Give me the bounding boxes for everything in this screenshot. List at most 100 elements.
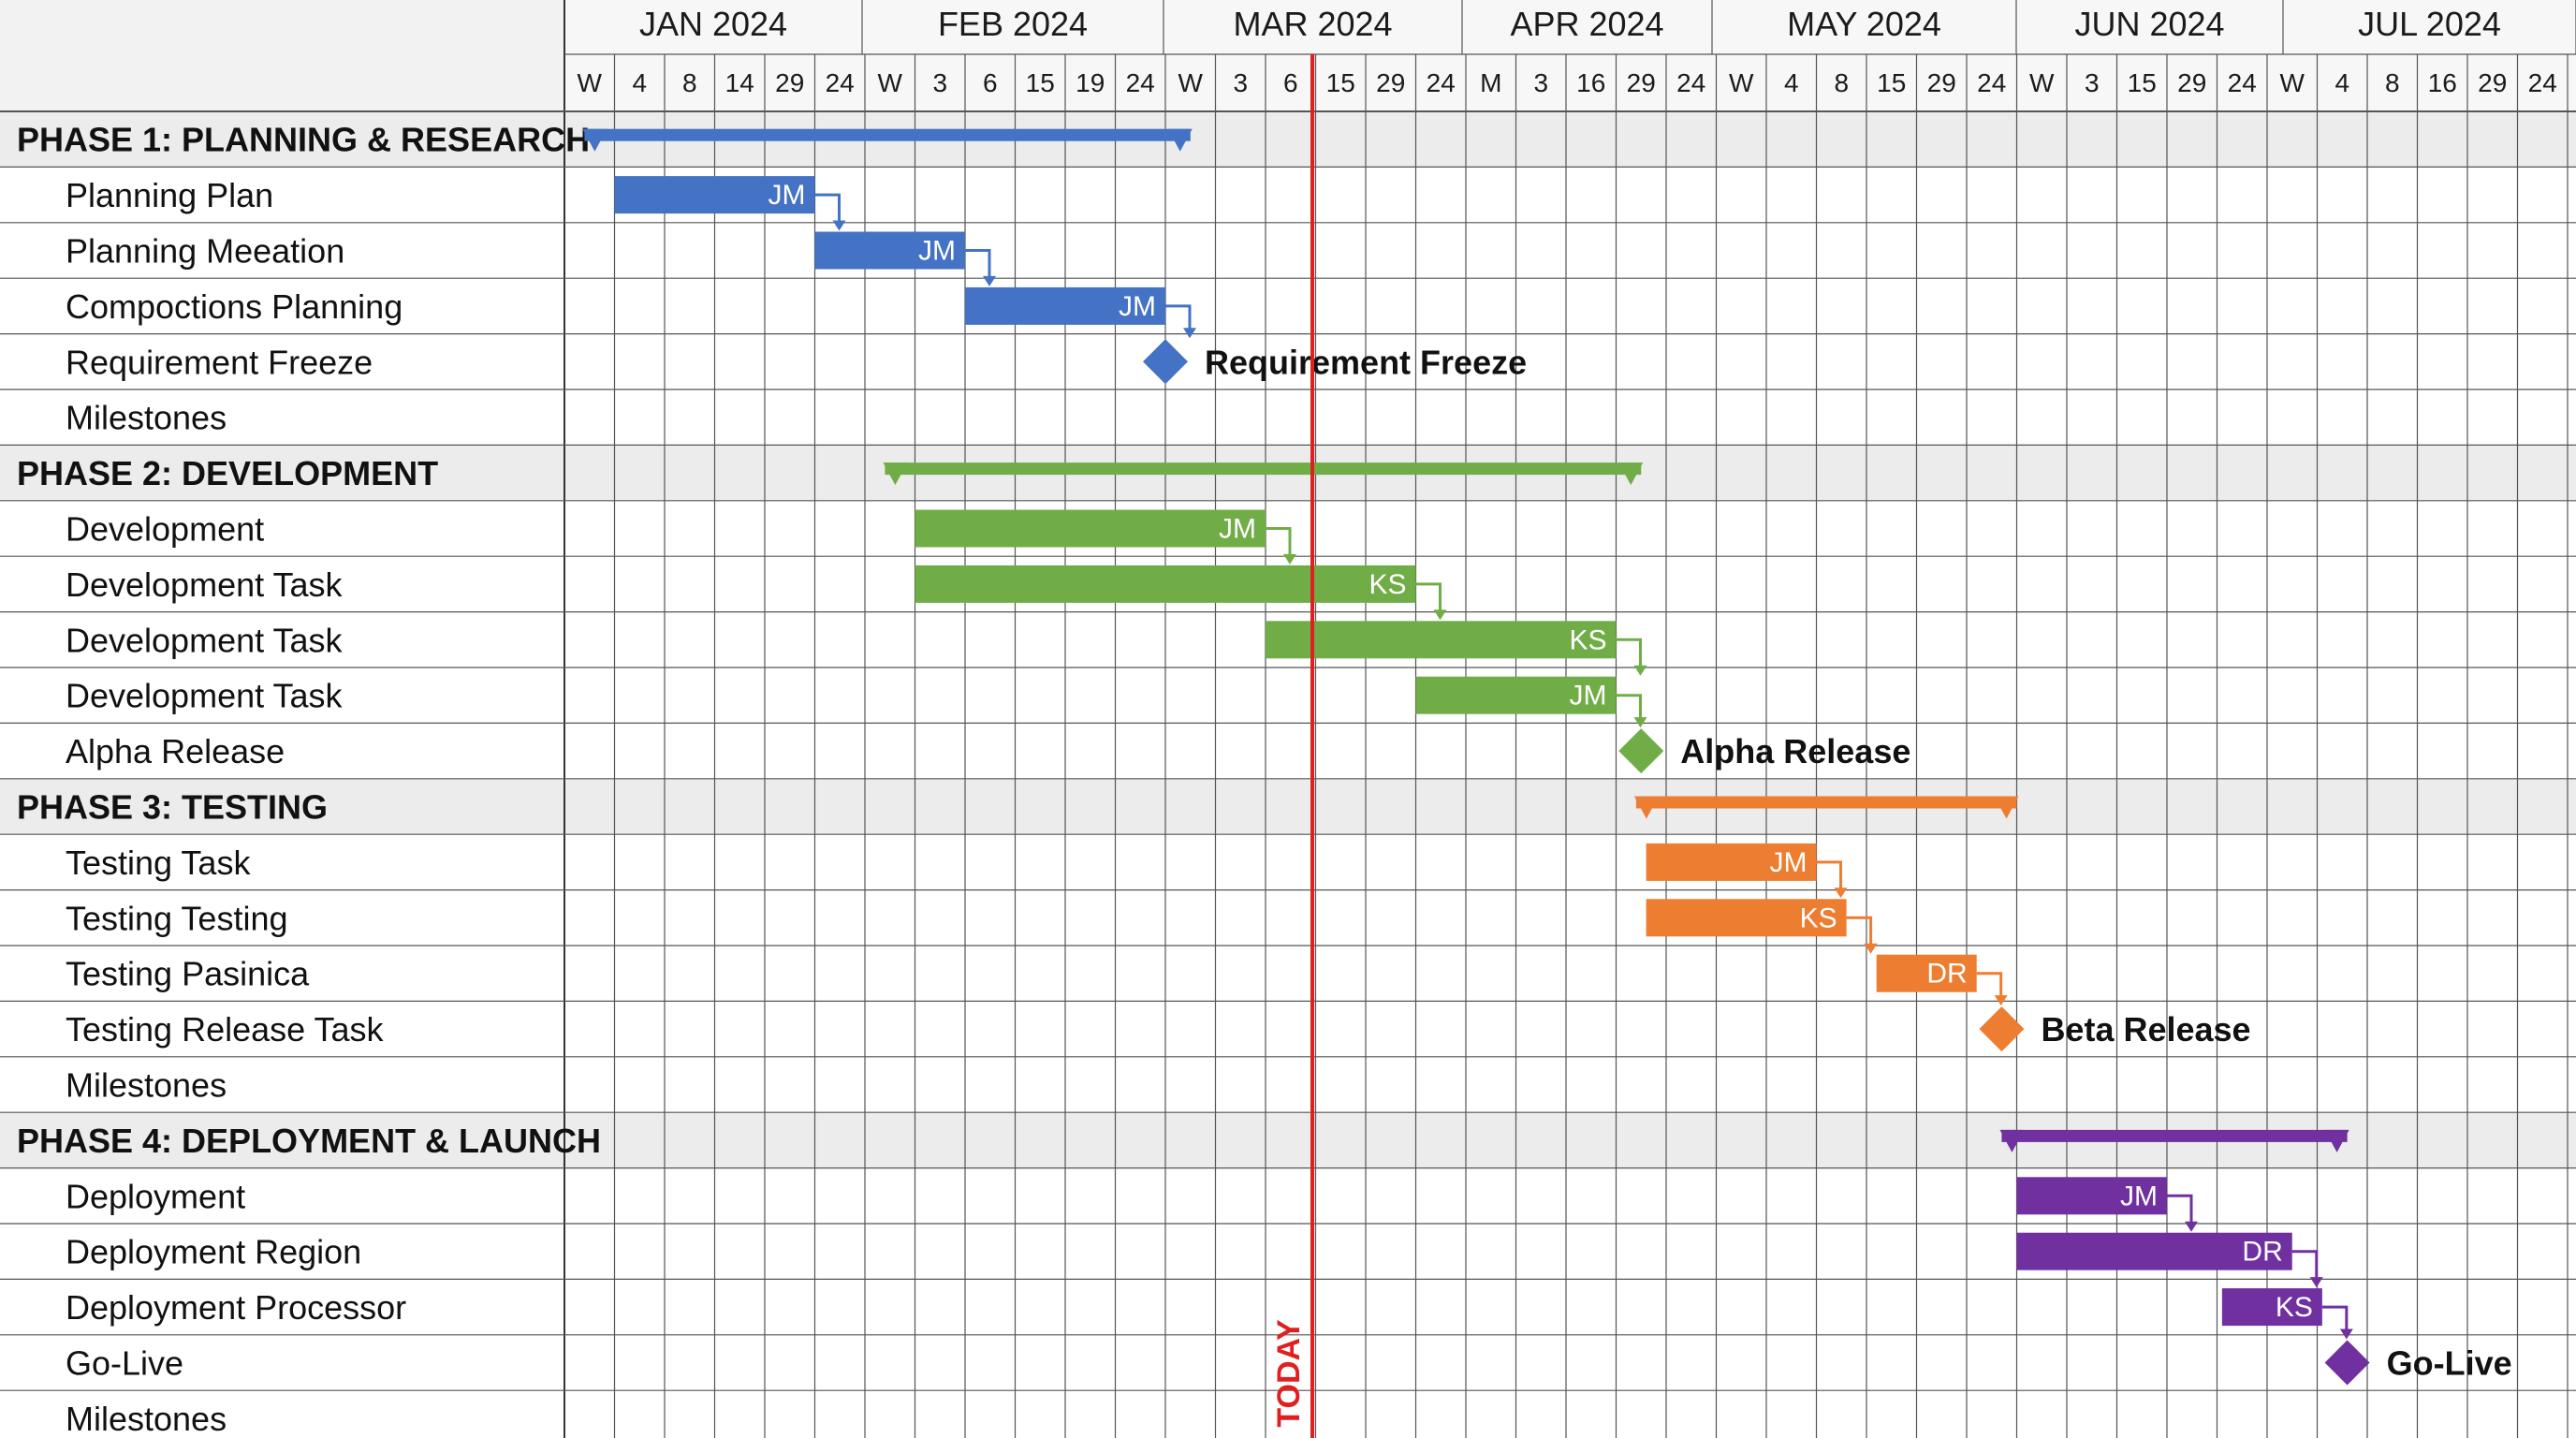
milestone-label: Go-Live <box>2387 1344 2512 1383</box>
dependency-connector <box>814 193 841 223</box>
month-label: FEB 2024 <box>938 5 1088 43</box>
task-label: Compoctions Planning <box>66 287 402 326</box>
assignee-label: JM <box>1119 291 1156 322</box>
week-tick-label: 4 <box>1784 68 1799 97</box>
task-bar <box>1876 954 1977 992</box>
phase-bracket-end <box>1618 462 1644 486</box>
task-bar <box>1266 621 1617 659</box>
dependency-arrowhead <box>832 220 846 231</box>
week-tick-label: 24 <box>1977 68 2006 97</box>
assignee-label: KS <box>1368 569 1406 600</box>
week-tick-label: 6 <box>983 68 998 97</box>
dependency-connector <box>1616 638 1642 668</box>
task-bar <box>814 231 965 270</box>
month-label: MAY 2024 <box>1787 5 1941 43</box>
week-tick-label: 24 <box>1427 68 1456 97</box>
header-corner <box>0 0 564 111</box>
week-tick-label: 3 <box>2085 68 2100 97</box>
month-label: JUN 2024 <box>2074 5 2224 43</box>
phase-bracket-end <box>2324 1129 2349 1152</box>
week-tick-label: 15 <box>2128 68 2157 97</box>
week-tick-label: 29 <box>775 68 804 97</box>
dependency-arrowhead <box>1433 609 1447 621</box>
month-label: JUL 2024 <box>2358 5 2501 43</box>
week-tick-label: 6 <box>1283 68 1298 97</box>
dependency-connector <box>2291 1250 2319 1280</box>
task-label: Development Task <box>66 621 343 659</box>
task-bar <box>1646 843 1817 881</box>
task-bar <box>1415 676 1617 714</box>
dependency-connector <box>1165 304 1192 330</box>
week-tick-label: 24 <box>1676 68 1705 97</box>
dependency-arrowhead <box>983 275 996 286</box>
assignee-label: JM <box>1770 847 1808 878</box>
assignee-label: KS <box>1569 624 1606 655</box>
week-tick-label: W <box>878 68 903 97</box>
milestone-label: Requirement Freeze <box>1205 343 1527 381</box>
phase-bracket-start <box>1999 1129 2025 1152</box>
task-bar <box>2016 1177 2167 1215</box>
month-label: MAR 2024 <box>1233 5 1392 43</box>
phase-bracket-start <box>582 128 607 152</box>
week-tick-label: W <box>1729 68 1754 97</box>
dependency-connector <box>1976 972 2003 998</box>
week-tick-label: 29 <box>1376 68 1405 97</box>
dependency-connector <box>1616 694 1642 720</box>
task-bar <box>2221 1288 2322 1327</box>
task-bar <box>2016 1232 2292 1270</box>
phase-bracket-start <box>1633 796 1659 819</box>
week-tick-label: 16 <box>2428 68 2457 97</box>
phase-bracket-end <box>1994 796 2019 819</box>
month-label: APR 2024 <box>1510 5 1663 43</box>
dependency-arrowhead <box>2185 1221 2198 1232</box>
week-tick-label: 15 <box>1877 68 1906 97</box>
week-tick-label: W <box>2029 68 2055 97</box>
task-label: Planning Meeation <box>66 232 344 271</box>
task-label: Testing Testing <box>66 899 287 937</box>
assignee-label: JM <box>768 180 806 211</box>
dependency-connector <box>1846 916 1873 946</box>
week-tick-label: 3 <box>1233 68 1248 97</box>
week-tick-label: 8 <box>2385 68 2400 97</box>
week-tick-label: 8 <box>1834 68 1849 97</box>
assignee-label: KS <box>1800 902 1837 933</box>
phase-title: PHASE 2: DEVELOPMENT <box>17 454 438 492</box>
week-tick-label: 24 <box>1126 68 1155 97</box>
week-tick-label: 19 <box>1076 68 1105 97</box>
assignee-label: DR <box>2242 1237 2282 1268</box>
dependency-arrowhead <box>1283 553 1296 565</box>
milestone-diamond <box>1979 1006 2025 1052</box>
week-tick-label: W <box>1178 68 1204 97</box>
task-label: Testing Task <box>66 844 251 882</box>
dependency-connector <box>1415 582 1442 612</box>
task-label: Go-Live <box>66 1344 183 1383</box>
assignee-label: JM <box>2120 1181 2158 1211</box>
assignee-label: DR <box>1926 959 1967 990</box>
assignee-label: KS <box>2276 1292 2313 1323</box>
phase-summary-bar <box>1635 796 2017 809</box>
task-bar <box>1646 899 1847 937</box>
week-tick-label: 16 <box>1576 68 1605 97</box>
dependency-arrowhead <box>2309 1277 2323 1288</box>
milestone-diamond <box>1143 339 1188 385</box>
week-tick-label: 24 <box>2528 68 2557 97</box>
milestone-label: Alpha Release <box>1680 732 1910 770</box>
phase-row-band <box>0 111 2576 168</box>
task-label: Development Task <box>66 565 343 604</box>
phase-summary-bar <box>885 462 1642 476</box>
week-tick-label: 3 <box>932 68 947 97</box>
dependency-connector <box>1816 860 1842 890</box>
task-label: Deployment Processor <box>66 1288 406 1327</box>
assignee-label: JM <box>1570 681 1607 712</box>
assignee-label: JM <box>1219 514 1256 545</box>
dependency-arrowhead <box>1864 943 1878 954</box>
week-tick-label: 29 <box>1627 68 1656 97</box>
assignee-label: JM <box>918 236 956 267</box>
dependency-connector <box>965 249 991 278</box>
phase-title: PHASE 3: TESTING <box>17 788 328 827</box>
task-label: Milestones <box>66 1400 227 1438</box>
task-bar <box>915 565 1416 603</box>
week-tick-label: W <box>2280 68 2305 97</box>
task-label: Testing Release Task <box>66 1010 385 1049</box>
dependency-arrowhead <box>1183 328 1196 339</box>
